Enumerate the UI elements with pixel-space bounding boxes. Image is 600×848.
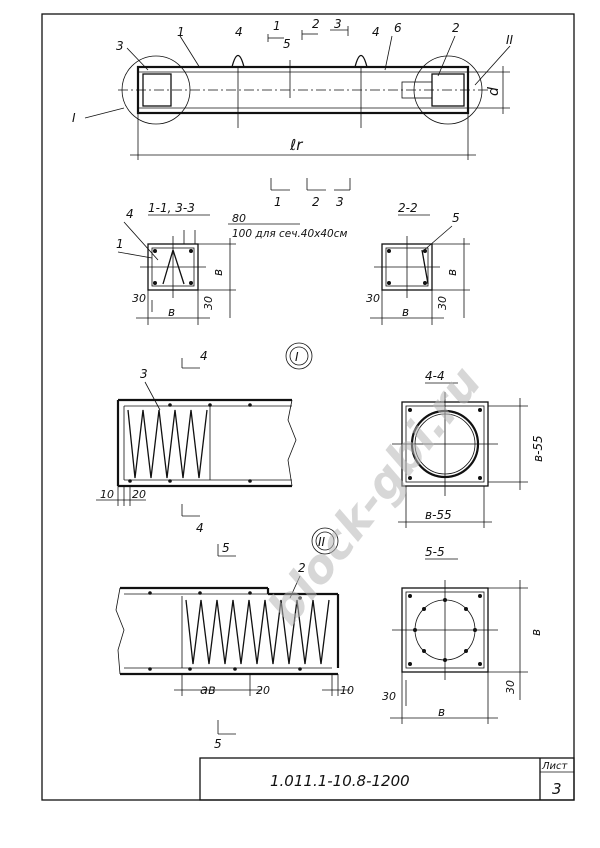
node-II-dim-ab: aв [200, 683, 216, 698]
cut-marks [270, 178, 351, 191]
label-cut-1-top: 1 [273, 19, 281, 33]
watermark: block-gbi.ru [257, 356, 492, 635]
section-4-4 [392, 392, 528, 528]
sec2-dim-30-left: 30 [366, 292, 380, 305]
cut-2-label: 2 [312, 195, 320, 209]
label-node-I-top: I [72, 111, 76, 125]
node-I-detail [96, 381, 297, 517]
sec1-dim-b-right: в [211, 269, 225, 276]
label-cut-2-top: 2 [312, 17, 320, 31]
sec5-dim-b-right: в [529, 629, 543, 636]
sec1-dim-30-left: 30 [132, 292, 146, 305]
sec2-dim-b-bottom: в [402, 305, 409, 319]
node-II-pos-2: 2 [298, 561, 306, 575]
node-I-dim-10: 10 [100, 488, 114, 501]
section-2-2-title: 2-2 [398, 201, 418, 215]
section-4-4-title: 4-4 [425, 369, 445, 383]
label-pos-5-top: 5 [283, 37, 291, 51]
cut-4-bottom: 4 [196, 521, 204, 535]
label-pos-1-top: 1 [177, 25, 185, 39]
sec5-dim-30-left: 30 [382, 690, 396, 703]
label-pos-4-right: 4 [372, 25, 380, 39]
label-node-II-top: II [506, 33, 514, 47]
label-cut-3-top: 3 [334, 17, 342, 31]
section-5-5 [390, 580, 528, 724]
node-I-pos-3: 3 [140, 367, 148, 381]
cut-1-label: 1 [274, 195, 282, 209]
section-2-2 [370, 225, 470, 325]
node-I-dim-20: 20 [132, 488, 146, 501]
sec4-dim-b55-bottom: в-55 [425, 508, 452, 522]
dim-d-label: d [486, 87, 502, 96]
label-80-note: 100 для сеч.40х40см [232, 228, 347, 240]
sec1-dim-30-right: 30 [202, 296, 215, 310]
sec2-dim-30-right: 30 [436, 296, 449, 310]
dim-lr-label: ℓr [289, 136, 303, 154]
section-5-5-title: 5-5 [425, 545, 445, 559]
cut-4-top: 4 [200, 349, 208, 363]
pile-elevation [84, 26, 511, 160]
sheet-label: Лист [541, 761, 569, 772]
label-pos-4-left: 4 [235, 25, 243, 39]
node-II-marker [311, 527, 339, 555]
label-80: 80 [232, 212, 246, 225]
sec4-dim-b55-right: в-55 [531, 435, 545, 462]
node-II-dim-20: 20 [256, 684, 270, 697]
label-pos-6-top: 6 [394, 21, 402, 35]
sheet-number: 3 [552, 780, 562, 798]
sec2-dim-b-right: в [445, 269, 459, 276]
title-block [199, 757, 575, 801]
node-II-dim-10: 10 [340, 684, 354, 697]
sec1-dim-b-bottom: в [168, 305, 175, 319]
node-I-label: I [295, 350, 299, 364]
label-pos-4-sec1: 4 [126, 207, 134, 221]
sec5-dim-b-bottom: в [438, 705, 445, 719]
node-II-detail [115, 575, 350, 735]
title-designation: 1.011.1-10.8-1200 [270, 772, 410, 790]
sheet-frame [41, 13, 575, 801]
section-1-1-title: 1-1, 3-3 [148, 201, 195, 215]
cut-3-label: 3 [336, 195, 344, 209]
detail-circle-II [413, 55, 483, 125]
node-II-label: II [318, 535, 326, 549]
cut-5-top: 5 [222, 541, 230, 555]
sec5-dim-30-right: 30 [504, 680, 517, 694]
label-pos-2-top: 2 [452, 21, 460, 35]
label-pos-1-sec1: 1 [116, 237, 124, 251]
label-pos-5-sec2: 5 [452, 211, 460, 225]
section-1-1 [117, 221, 236, 325]
label-pos-3-top: 3 [116, 39, 124, 53]
detail-circle-I [121, 55, 191, 125]
cut-5-bottom: 5 [214, 737, 222, 751]
node-I-marker [285, 342, 313, 370]
